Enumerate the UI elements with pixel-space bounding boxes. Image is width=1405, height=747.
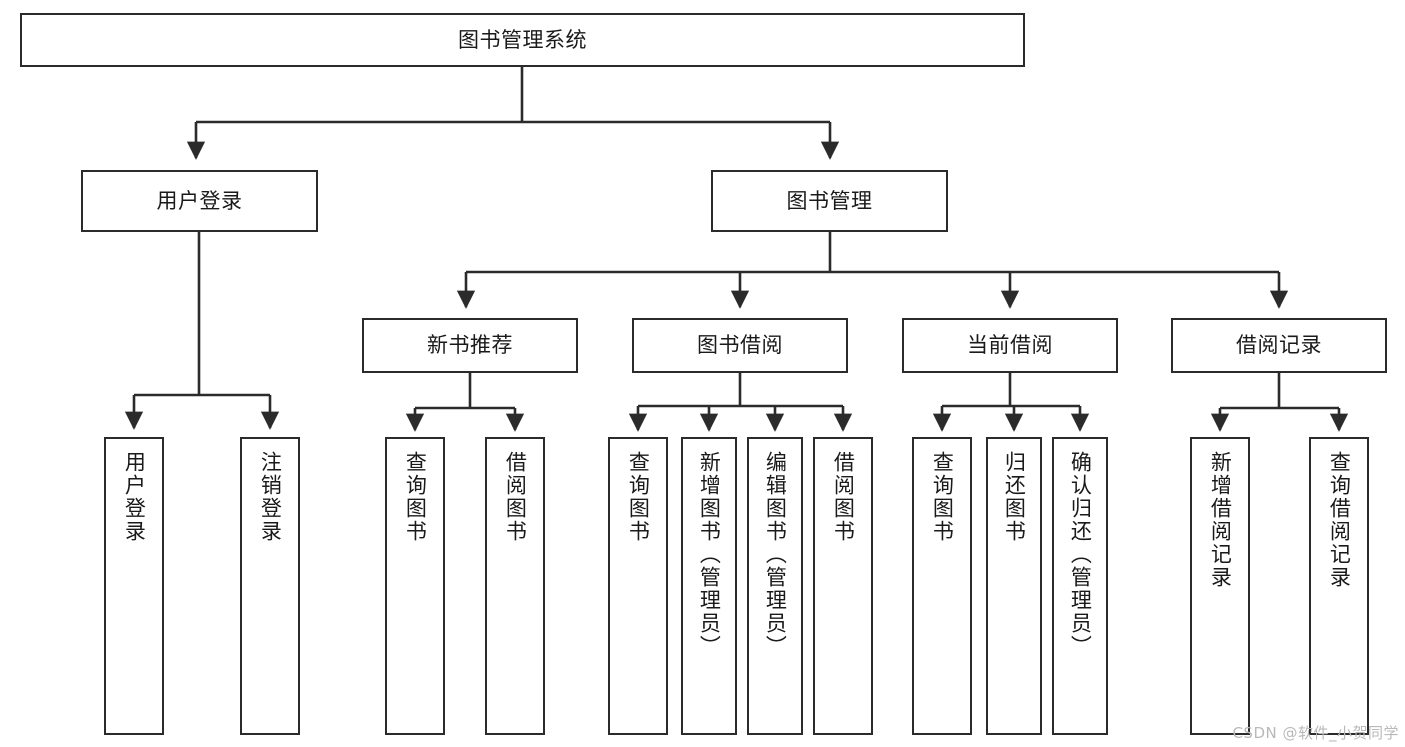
node-leaf-query-book-3[interactable]: 查询图书: [912, 437, 972, 735]
node-user-login[interactable]: 用户登录: [81, 170, 318, 232]
node-leaf-query-book-3-label: 查询图书: [930, 451, 955, 543]
node-leaf-return-book[interactable]: 归还图书: [986, 437, 1042, 735]
node-leaf-confirm-return-label: 确认归还（管理员）: [1068, 451, 1093, 658]
node-leaf-borrow-book-1[interactable]: 借阅图书: [485, 437, 545, 735]
node-leaf-borrow-book-2[interactable]: 借阅图书: [813, 437, 873, 735]
node-user-login-label: 用户登录: [156, 188, 243, 213]
node-leaf-query-book-1[interactable]: 查询图书: [385, 437, 445, 735]
node-borrow-record[interactable]: 借阅记录: [1171, 318, 1387, 373]
node-leaf-edit-book-label: 编辑图书（管理员）: [763, 451, 788, 658]
node-leaf-confirm-return[interactable]: 确认归还（管理员）: [1052, 437, 1108, 735]
node-leaf-logout[interactable]: 注销登录: [240, 437, 300, 735]
node-leaf-edit-book[interactable]: 编辑图书（管理员）: [747, 437, 803, 735]
node-root-label: 图书管理系统: [458, 27, 587, 52]
node-leaf-add-book-label: 新增图书（管理员）: [697, 451, 722, 658]
node-book-borrow-label: 图书借阅: [697, 333, 783, 358]
node-current-borrow-label: 当前借阅: [967, 333, 1053, 358]
node-leaf-user-login-label: 用户登录: [122, 451, 147, 543]
node-leaf-add-record-label: 新增借阅记录: [1208, 451, 1233, 589]
node-current-borrow[interactable]: 当前借阅: [902, 318, 1118, 373]
node-leaf-return-book-label: 归还图书: [1002, 451, 1027, 543]
node-leaf-logout-label: 注销登录: [258, 451, 283, 543]
node-new-book-rec[interactable]: 新书推荐: [362, 318, 578, 373]
node-leaf-user-login[interactable]: 用户登录: [104, 437, 164, 735]
node-leaf-query-book-1-label: 查询图书: [403, 451, 428, 543]
node-leaf-query-book-2-label: 查询图书: [626, 451, 651, 543]
node-book-borrow[interactable]: 图书借阅: [632, 318, 848, 373]
node-leaf-borrow-book-1-label: 借阅图书: [503, 451, 528, 543]
node-leaf-add-record[interactable]: 新增借阅记录: [1190, 437, 1250, 735]
node-leaf-query-record[interactable]: 查询借阅记录: [1309, 437, 1369, 735]
node-leaf-add-book[interactable]: 新增图书（管理员）: [681, 437, 737, 735]
node-borrow-record-label: 借阅记录: [1236, 333, 1322, 358]
node-book-manage-label: 图书管理: [786, 188, 873, 213]
node-book-manage[interactable]: 图书管理: [711, 170, 948, 232]
node-leaf-query-book-2[interactable]: 查询图书: [608, 437, 668, 735]
node-leaf-query-record-label: 查询借阅记录: [1327, 451, 1352, 589]
watermark-text: CSDN @软件_小贺同学: [1232, 724, 1399, 742]
node-root[interactable]: 图书管理系统: [20, 13, 1025, 67]
node-leaf-borrow-book-2-label: 借阅图书: [831, 451, 856, 543]
node-new-book-rec-label: 新书推荐: [427, 333, 513, 358]
